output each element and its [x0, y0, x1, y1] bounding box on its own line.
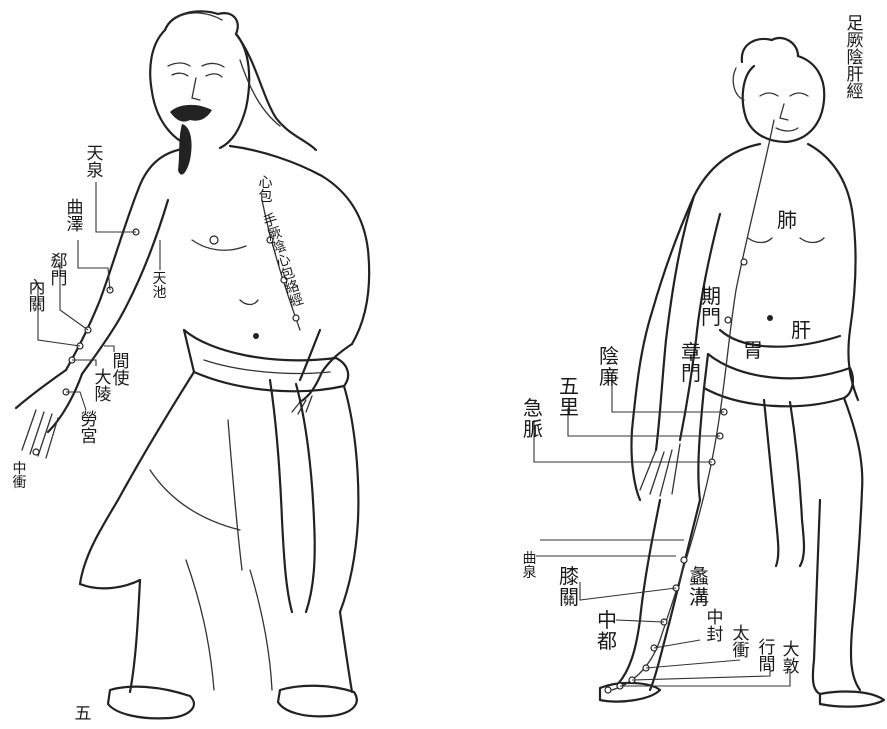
label-wuli: 五里 — [558, 376, 580, 418]
left-figure — [16, 11, 369, 718]
label-zhongdu: 中都 — [596, 610, 618, 652]
label-neiguan: 內關 — [28, 280, 46, 314]
label-footnote: 五 — [74, 706, 92, 723]
label-organ-liver: 肝 — [790, 320, 812, 341]
label-tianchi: 天池 — [152, 272, 167, 300]
label-tianquan: 天泉 — [86, 146, 104, 180]
label-daling: 大陵 — [94, 370, 112, 404]
label-title-right: 足厥陰肝經 — [846, 16, 864, 101]
label-ququan: 曲泉 — [522, 552, 537, 580]
label-chest-xinbao: 心包 — [258, 176, 273, 204]
label-yinlian: 陰廉 — [598, 346, 620, 388]
label-laogong: 勞宮 — [80, 412, 98, 446]
label-jianshi: 間使 — [112, 354, 130, 388]
label-xingjian: 行間 — [758, 640, 776, 674]
label-dadun: 大敦 — [782, 642, 800, 676]
label-organ-stomach: 胃 — [742, 340, 764, 361]
label-organ-lung: 肺 — [776, 210, 798, 231]
label-qimen: 期門 — [700, 286, 722, 328]
label-zhongfeng: 中封 — [706, 610, 724, 644]
label-jimai: 急脈 — [522, 398, 544, 440]
label-taichong: 太衝 — [732, 626, 750, 660]
label-ligou: 蠡溝 — [688, 566, 710, 608]
label-zhangmen: 章門 — [680, 342, 702, 384]
label-zhongchong: 中衝 — [12, 462, 27, 490]
label-ximen: 郄門 — [50, 254, 68, 288]
label-quze: 曲澤 — [66, 200, 84, 234]
label-xiguan: 膝關 — [558, 566, 580, 608]
